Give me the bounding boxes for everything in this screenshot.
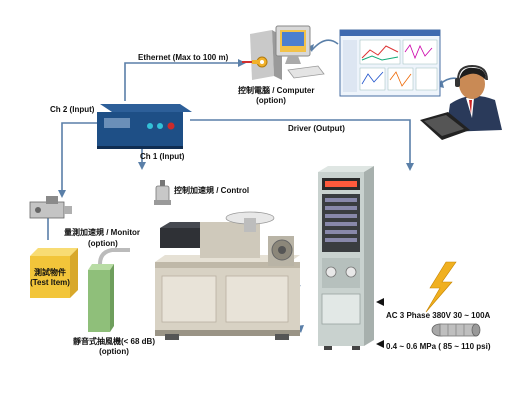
control-accel-label: 控制加速規 / Control (174, 186, 250, 195)
test-item-box (30, 248, 78, 298)
test-item-label-line2: (Test Item) (30, 278, 70, 287)
driver-line (190, 119, 411, 165)
control-accelerometer (154, 180, 171, 205)
input-arrows (376, 298, 384, 348)
computer-link-line (311, 39, 339, 51)
blower-label-line1: 靜音式抽風機(< 68 dB) (72, 337, 155, 346)
blower-unit (88, 248, 130, 332)
ch2-line (61, 122, 97, 190)
software-window-icon (339, 29, 441, 97)
arrowhead (308, 44, 314, 52)
controller-box (97, 104, 192, 149)
arrowhead (406, 163, 414, 171)
computer-label-line2: (option) (256, 96, 286, 105)
air-supply-label: 0.4 ~ 0.6 MPa ( 85 ~ 110 psi) (386, 342, 491, 351)
amplifier-cabinet (318, 166, 374, 350)
test-item-label-line1: 測試物件 (34, 268, 66, 277)
ethernet-label: Ethernet (Max to 100 m) (138, 53, 229, 62)
arrowhead (58, 190, 66, 198)
air-hose-icon (431, 323, 481, 337)
blower-label: 靜音式抽風機(< 68 dB) (option) (66, 337, 162, 357)
driver-label: Driver (Output) (288, 124, 345, 133)
monitor-label-line1: 量測加速規 / Monitor (64, 228, 140, 237)
computer-label: 控制電腦 / Computer (option) (238, 86, 315, 106)
monitor-label-line2: (option) (88, 239, 118, 248)
arrowhead (138, 162, 146, 170)
monitor-accelerometer (29, 196, 72, 219)
lightning-icon (425, 261, 457, 313)
key-icon (242, 56, 268, 68)
test-item-label: 測試物件 (Test Item) (28, 268, 72, 288)
ch2-label: Ch 2 (Input) (50, 105, 95, 114)
shaker-machine (155, 211, 300, 340)
ch1-label: Ch 1 (Input) (140, 152, 185, 161)
blower-label-line2: (option) (99, 347, 129, 356)
power-label: AC 3 Phase 380V 30 ~ 100A (386, 311, 491, 320)
computer-label-line1: 控制電腦 / Computer (238, 86, 315, 95)
keyboard-icon (420, 112, 470, 140)
ethernet-line (124, 62, 238, 101)
computer-icon (250, 25, 325, 80)
